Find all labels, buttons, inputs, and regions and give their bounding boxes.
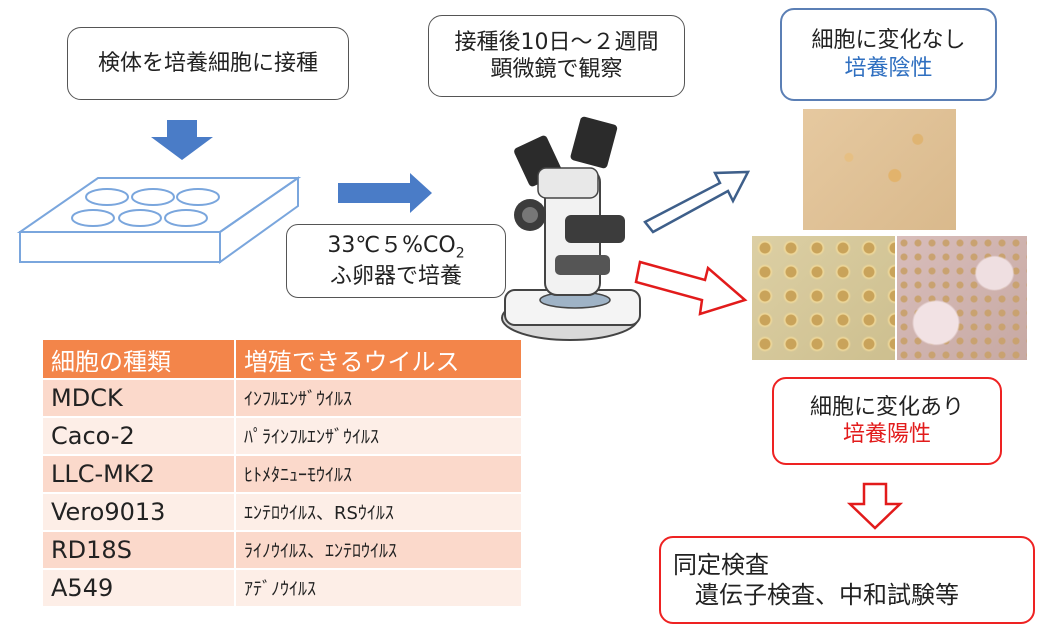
virus-name: ﾊﾟﾗｲﾝﾌﾙｴﾝｻﾞｳｲﾙｽ [235,416,521,455]
positive-line1: 細胞に変化あり [809,394,964,420]
identification-line1: 同定検査 [673,551,769,579]
outline-down-arrow-red [846,482,904,530]
outline-arrow-to-negative [643,170,751,234]
step2-line1: 接種後10日～２週間 [454,29,659,55]
step2-box: 接種後10日～２週間 顕微鏡で観察 [428,15,685,97]
cell-name: LLC-MK2 [43,454,236,493]
microscope-icon [501,116,641,341]
step2-line2: 顕微鏡で観察 [490,57,623,82]
cell-name: Vero9013 [43,492,236,531]
cell-name: Caco-2 [43,416,236,455]
header-virus: 増殖できるウイルス [235,340,521,379]
negative-line1: 細胞に変化なし [811,28,966,53]
step1-label: 検体を培養細胞に接種 [97,50,318,76]
negative-result-box: 細胞に変化なし 培養陰性 [780,8,997,101]
virus-name: ｴﾝﾃﾛｳｲﾙｽ、RSｳｲﾙｽ [235,492,521,531]
identification-box: 同定検査 遺伝子検査、中和試験等 [659,536,1035,624]
right-arrow-blue [338,173,432,213]
outline-arrow-to-positive [634,260,748,316]
positive-micrograph-2 [897,236,1027,360]
header-cell-type: 細胞の種類 [43,340,236,379]
virus-name: ｲﾝﾌﾙｴﾝｻﾞｳｲﾙｽ [235,378,521,417]
table-header-row: 細胞の種類 増殖できるウイルス [43,340,521,379]
down-arrow-blue [151,120,213,160]
positive-micrograph-1 [752,236,895,360]
negative-micrograph [803,109,956,230]
table-row: Caco-2 ﾊﾟﾗｲﾝﾌﾙｴﾝｻﾞｳｲﾙｽ [43,416,521,455]
positive-result-box: 細胞に変化あり 培養陽性 [772,377,1002,465]
virus-name: ﾋﾄﾒﾀﾆｭｰﾓｳｲﾙｽ [235,454,521,493]
cell-virus-table: 細胞の種類 増殖できるウイルス MDCK ｲﾝﾌﾙｴﾝｻﾞｳｲﾙｽ Caco-2… [43,340,521,606]
cell-name: RD18S [43,530,236,569]
cell-name: A549 [43,568,236,606]
incubation-temp: 33℃５%CO2 [327,232,465,262]
cell-name: MDCK [43,378,236,417]
incubation-device: ふ卵器で培養 [329,263,462,289]
well-plate-icon [16,176,302,264]
negative-line2: 培養陰性 [844,55,933,81]
virus-name: ﾗｲﾉｳｲﾙｽ、ｴﾝﾃﾛｳｲﾙｽ [235,530,521,569]
positive-line2: 培養陽性 [842,422,931,447]
incubation-box: 33℃５%CO2 ふ卵器で培養 [286,224,506,298]
table-row: LLC-MK2 ﾋﾄﾒﾀﾆｭｰﾓｳｲﾙｽ [43,454,521,493]
co2-subscript: 2 [455,245,465,262]
virus-name: ｱﾃﾞﾉｳｲﾙｽ [235,568,521,606]
table-row: Vero9013 ｴﾝﾃﾛｳｲﾙｽ、RSｳｲﾙｽ [43,492,521,531]
table-row: MDCK ｲﾝﾌﾙｴﾝｻﾞｳｲﾙｽ [43,378,521,417]
identification-line2: 遺伝子検査、中和試験等 [695,581,959,609]
table-row: RD18S ﾗｲﾉｳｲﾙｽ、ｴﾝﾃﾛｳｲﾙｽ [43,530,521,569]
table-row: A549 ｱﾃﾞﾉｳｲﾙｽ [43,568,521,606]
step1-box: 検体を培養細胞に接種 [67,27,349,100]
